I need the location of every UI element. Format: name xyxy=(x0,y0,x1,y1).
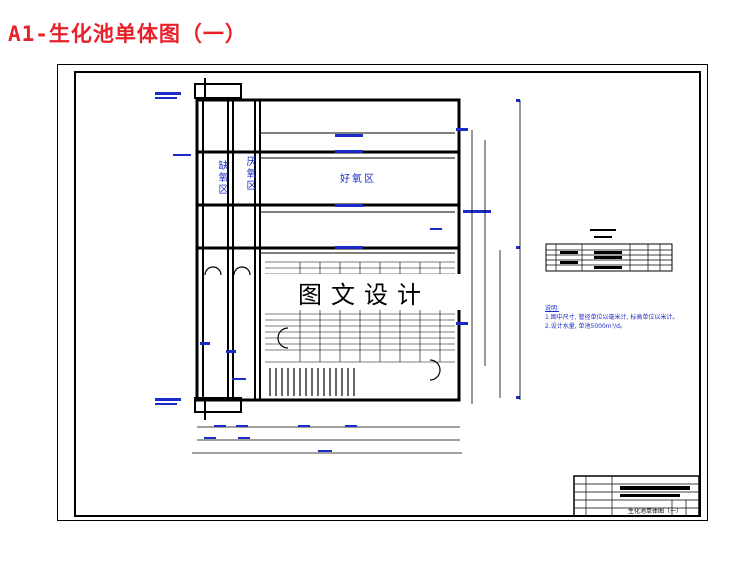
basin-outline xyxy=(195,98,461,402)
inner-frame xyxy=(74,71,701,517)
notes-line-2: 2.设计水量, 单池5000m³/d。 xyxy=(545,323,626,330)
notes-heading: 说明: xyxy=(545,305,560,312)
title-block xyxy=(573,475,700,517)
watermark: 图文设计 xyxy=(264,274,464,310)
zone-label-aerobic: 好氧区 xyxy=(340,174,376,185)
notes-line-1: 1.图中尺寸, 管径单位以毫米计, 标高单位以米计。 xyxy=(545,314,679,321)
dimension-lines-right xyxy=(471,100,521,404)
partition-walls xyxy=(197,150,459,250)
channel-walls xyxy=(202,100,261,400)
zone-label-anoxic: 缺氧区 xyxy=(216,160,227,196)
page-title: A1-生化池单体图（一） xyxy=(8,22,247,46)
pipe-fittings xyxy=(194,78,242,420)
bottom-hatching xyxy=(269,368,355,396)
design-notes: 说明: 1.图中尺寸, 管径单位以毫米计, 标高单位以米计。 2.设计水量, 单… xyxy=(545,304,678,331)
equipment-table xyxy=(545,229,673,272)
annotation-marks xyxy=(155,92,520,405)
dimension-lines-bottom xyxy=(192,426,462,454)
zone-label-anaerobic: 厌氧区 xyxy=(244,156,255,192)
title-block-drawing-name: 生化池单体图（一） xyxy=(628,508,683,515)
mixer-arcs xyxy=(204,266,441,381)
